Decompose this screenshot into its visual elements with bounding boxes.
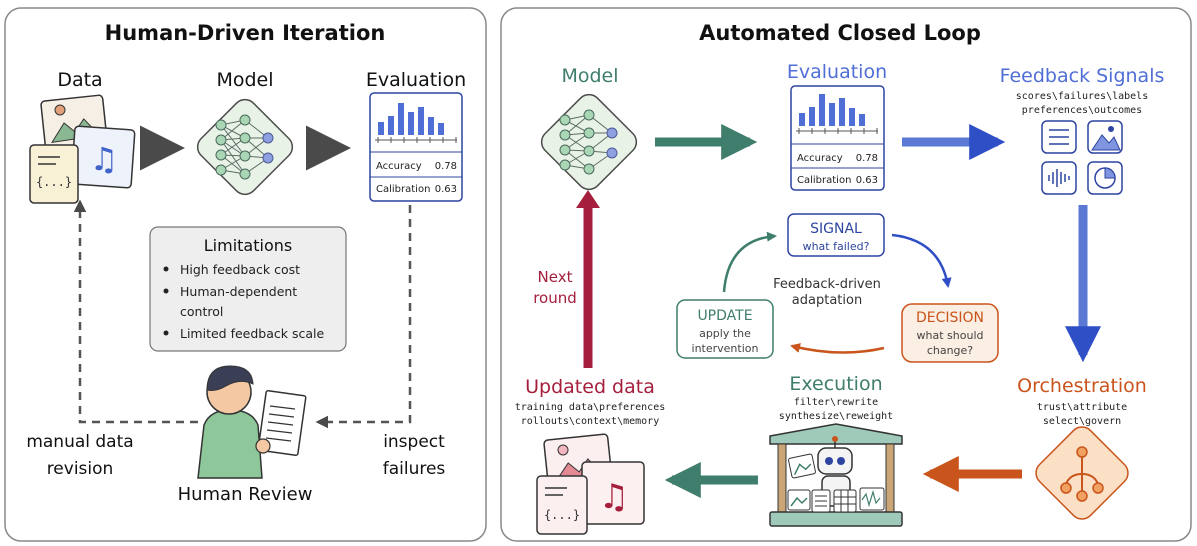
next-round-label: round <box>533 289 577 307</box>
limitations-title: Limitations <box>204 236 292 255</box>
orchestration-title: Orchestration <box>1017 375 1147 397</box>
metric-name: Accuracy <box>797 153 843 164</box>
r-eval-label: Evaluation <box>787 61 887 83</box>
limitation-item: Limited feedback scale <box>180 326 324 341</box>
orchestration-tree-icon <box>1035 426 1129 520</box>
feedback-title: Feedback Signals <box>1000 65 1165 87</box>
decision-title: DECISION <box>916 310 984 326</box>
update-sub: apply the <box>699 327 751 340</box>
next-round-label: Next <box>538 268 573 286</box>
r-neural-net-icon <box>540 93 638 191</box>
decision-box <box>901 303 999 363</box>
orchestration-sub: trust\attribute <box>1037 402 1127 413</box>
eval-card: Accuracy 0.78 Calibration 0.63 <box>369 92 463 202</box>
json-glyph: {...} <box>36 175 72 189</box>
limitation-item: control <box>180 304 223 319</box>
manual-label: revision <box>47 459 114 479</box>
feedback-icons <box>1041 120 1123 195</box>
arrow-signal-decision <box>891 233 952 288</box>
right-title: Automated Closed Loop <box>699 21 981 45</box>
robot-head <box>817 447 853 475</box>
r-model-label: Model <box>561 65 618 87</box>
data-label: Data <box>57 69 102 91</box>
arrow-update-signal <box>722 231 777 293</box>
arrow-next-round-head <box>576 190 600 208</box>
data-stack-icon: ♫ {...} <box>29 94 136 204</box>
inspect-label: failures <box>383 459 446 479</box>
metric-name: Calibration <box>376 184 430 195</box>
feedback-sub: preferences\outcomes <box>1022 105 1142 116</box>
signal-sub: what failed? <box>803 240 870 253</box>
updated-data-stack-icon: ♫ {...} <box>536 433 645 535</box>
update-sub: intervention <box>692 342 759 355</box>
center-label: adaptation <box>792 293 862 308</box>
updated-sub: rollouts\context\memory <box>521 416 659 427</box>
metric-name: Accuracy <box>376 161 422 172</box>
execution-title: Execution <box>789 373 882 395</box>
metric-value: 0.78 <box>435 161 457 172</box>
arrow-decision-update <box>790 343 885 354</box>
music-note-icon: ♫ <box>599 477 629 517</box>
center-label: Feedback-driven <box>773 277 881 292</box>
update-box <box>676 299 774 359</box>
human-reviewer-icon <box>197 365 307 479</box>
audio-wave-icon <box>1041 161 1077 195</box>
human-review-label: Human Review <box>178 484 313 505</box>
limitation-item: High feedback cost <box>180 262 300 277</box>
signal-title: SIGNAL <box>810 221 862 237</box>
robot-workshop-icon <box>769 423 903 527</box>
execution-sub: filter\rewrite <box>794 397 878 408</box>
metric-value: 0.63 <box>435 184 457 195</box>
inspect-dashed-arrow <box>315 205 412 429</box>
revision-dashed-arrow <box>73 199 198 424</box>
music-note-icon: ♫ <box>90 140 119 178</box>
orchestration-sub: select\govern <box>1043 416 1121 427</box>
eval-label: Evaluation <box>366 69 466 91</box>
limitations-box: Limitations High feedback cost Human-dep… <box>149 226 347 352</box>
model-label: Model <box>216 69 273 91</box>
updated-sub: training data\preferences <box>515 402 666 413</box>
updated-title: Updated data <box>525 376 655 398</box>
metric-value: 0.78 <box>856 153 878 164</box>
inspect-label: inspect <box>383 432 445 452</box>
metric-name: Calibration <box>797 175 851 186</box>
json-glyph: {...} <box>544 508 580 522</box>
decision-sub: change? <box>927 344 973 357</box>
decision-sub: what should <box>917 329 984 342</box>
neural-net-icon <box>196 98 294 196</box>
r-eval-card: Accuracy 0.78 Calibration 0.63 <box>790 85 885 191</box>
update-title: UPDATE <box>697 308 752 324</box>
execution-sub: synthesize\reweight <box>779 411 893 422</box>
signal-box <box>787 213 885 257</box>
left-title: Human-Driven Iteration <box>105 21 386 45</box>
feedback-sub: scores\failures\labels <box>1016 91 1148 102</box>
metric-value: 0.63 <box>856 175 878 186</box>
manual-label: manual data <box>26 432 133 452</box>
limitation-item: Human-dependent <box>180 284 297 299</box>
